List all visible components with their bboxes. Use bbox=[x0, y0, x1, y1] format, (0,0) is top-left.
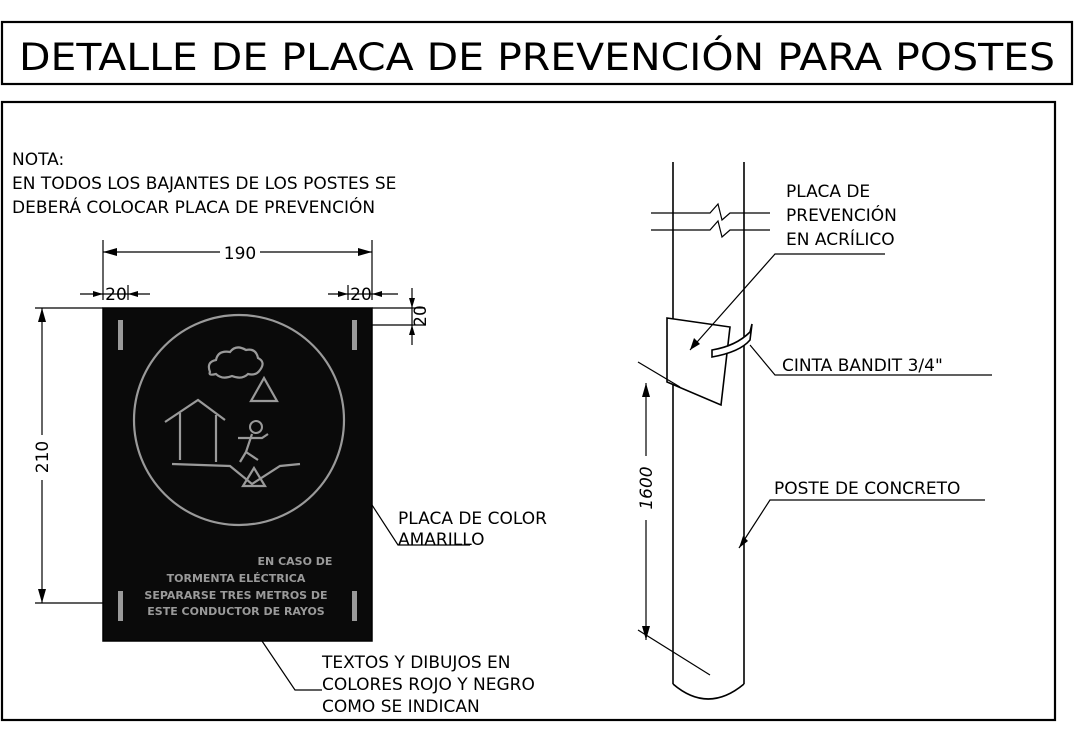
drawing-frame bbox=[0, 100, 1057, 722]
bandit-tape bbox=[711, 323, 753, 358]
plate-text-line-2: TORMENTA ELÉCTRICA bbox=[167, 572, 306, 585]
plate-text-line-3: SEPARARSE TRES METROS DE bbox=[144, 589, 327, 602]
label-cinta: CINTA BANDIT 3/4" bbox=[782, 356, 943, 376]
dimension-left-margin: 20 bbox=[80, 285, 150, 305]
dimension-top-margin-label: 20 bbox=[411, 305, 431, 327]
label-texts-2: COLORES ROJO Y NEGRO bbox=[322, 675, 535, 695]
person-icon bbox=[238, 420, 269, 463]
leader-acrylic-plate bbox=[689, 253, 885, 351]
label-texts-3: COMO SE INDICAN bbox=[322, 697, 480, 717]
mounting-slot bbox=[352, 591, 357, 621]
leader-texts bbox=[261, 640, 322, 691]
dimension-top-margin: 20 bbox=[372, 288, 431, 345]
concrete-pole bbox=[651, 162, 770, 700]
page-title: DETALLE DE PLACA DE PREVENCIÓN PARA POST… bbox=[19, 35, 1055, 79]
note-line-2: DEBERÁ COLOCAR PLACA DE PREVENCIÓN bbox=[12, 196, 375, 218]
label-texts-1: TEXTOS Y DIBUJOS EN bbox=[321, 653, 510, 673]
cloud-icon bbox=[207, 346, 264, 379]
dimension-pole-height-label: 1600 bbox=[637, 466, 657, 509]
mounting-slot bbox=[118, 320, 123, 350]
leader-pole bbox=[738, 499, 985, 549]
ground-line bbox=[171, 462, 301, 486]
label-plate-color-1: PLACA DE COLOR bbox=[398, 509, 547, 529]
pole-break-line bbox=[651, 219, 770, 239]
leader-plate-color bbox=[371, 504, 470, 546]
acrylic-plate bbox=[666, 317, 731, 407]
dimension-right-margin: 20 bbox=[328, 285, 398, 305]
label-placa-3: EN ACRÍLICO bbox=[786, 228, 895, 250]
label-placa-1: PLACA DE bbox=[786, 182, 870, 202]
leader-bandit-tape bbox=[749, 344, 992, 376]
plate-text-line-4: ESTE CONDUCTOR DE RAYOS bbox=[147, 605, 325, 618]
note-heading: NOTA: bbox=[12, 150, 64, 170]
dimension-width-label: 190 bbox=[224, 244, 256, 264]
dimension-width: 190 bbox=[102, 240, 373, 300]
note-line-1: EN TODOS LOS BAJANTES DE LOS POSTES SE bbox=[12, 174, 396, 194]
plate-text-line-1: EN CASO DE bbox=[258, 555, 333, 568]
label-placa-2: PREVENCIÓN bbox=[786, 204, 897, 226]
dimension-height-label: 210 bbox=[33, 441, 53, 473]
dimension-right-margin-label: 20 bbox=[350, 285, 372, 305]
title-frame bbox=[0, 20, 1074, 86]
pole-break-line bbox=[651, 202, 770, 222]
lightning-triangle-icon bbox=[241, 465, 267, 488]
mounting-slot bbox=[118, 591, 123, 621]
dimension-left-margin-label: 20 bbox=[105, 285, 127, 305]
dimension-pole-height: 1600 bbox=[637, 361, 711, 676]
label-poste: POSTE DE CONCRETO bbox=[774, 479, 960, 499]
dimension-height: 210 bbox=[33, 307, 103, 604]
mounting-slot bbox=[352, 320, 357, 350]
warning-plate: EN CASO DE TORMENTA ELÉCTRICA SEPARARSE … bbox=[102, 307, 373, 642]
lightning-triangle-icon bbox=[249, 375, 279, 403]
house-icon bbox=[164, 398, 226, 462]
label-plate-color-2: AMARILLO bbox=[398, 530, 484, 550]
warning-circle bbox=[132, 313, 346, 527]
